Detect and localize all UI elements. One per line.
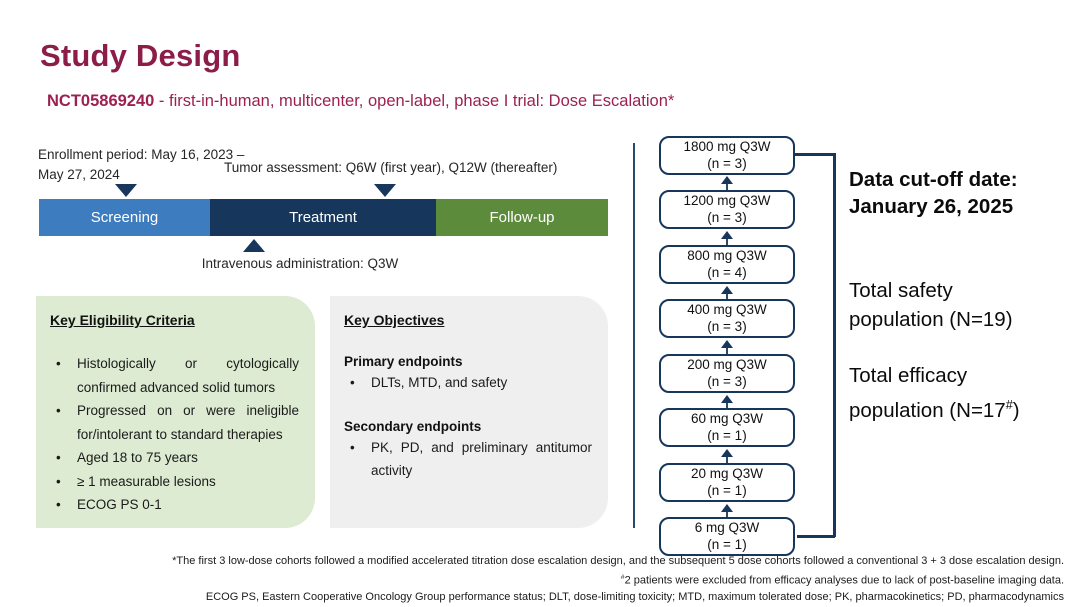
objectives-title: Key Objectives bbox=[344, 312, 445, 328]
dose-cohort-box: 400 mg Q3W (n = 3) bbox=[659, 299, 795, 338]
dose-escalation-ladder: 1800 mg Q3W (n = 3) 1200 mg Q3W (n = 3) … bbox=[659, 136, 795, 556]
list-item: Histologically or cytologically confirme… bbox=[50, 352, 299, 399]
arrow-down-icon bbox=[115, 184, 137, 197]
arrow-up-icon bbox=[721, 395, 733, 403]
cohort-n: (n = 3) bbox=[707, 318, 747, 334]
dose-label: 1200 mg Q3W bbox=[683, 193, 771, 208]
cohort-n: (n = 3) bbox=[707, 373, 747, 389]
footnote-line: *The first 3 low-dose cohorts followed a… bbox=[172, 555, 1064, 567]
list-item: Progressed on or were ineligible for/int… bbox=[50, 399, 299, 446]
list-item: PK, PD, and preliminary antitumor activi… bbox=[344, 436, 592, 483]
safety-population: Total safety population (N=19) bbox=[849, 276, 1013, 334]
iv-administration-note: Intravenous administration: Q3W bbox=[201, 256, 399, 271]
bracket-line bbox=[797, 535, 835, 538]
objectives-panel: Key Objectives Primary endpoints DLTs, M… bbox=[330, 296, 608, 528]
cohort-n: (n = 3) bbox=[707, 209, 747, 225]
cohort-n: (n = 4) bbox=[707, 264, 747, 280]
enrollment-note: Enrollment period: May 16, 2023 – May 27… bbox=[38, 147, 245, 182]
connector-line bbox=[726, 238, 728, 247]
study-timeline-bar: Screening Treatment Follow-up bbox=[39, 199, 608, 236]
arrow-up-icon bbox=[243, 239, 265, 252]
section-divider bbox=[633, 143, 635, 528]
dose-label: 400 mg Q3W bbox=[687, 302, 767, 317]
secondary-endpoints-heading: Secondary endpoints bbox=[344, 418, 482, 434]
list-item: DLTs, MTD, and safety bbox=[344, 371, 592, 395]
phase-followup: Follow-up bbox=[436, 199, 608, 236]
primary-endpoints-heading: Primary endpoints bbox=[344, 354, 463, 369]
bracket-line bbox=[833, 153, 836, 537]
trial-subtitle: NCT05869240 - first-in-human, multicente… bbox=[47, 92, 674, 111]
dose-cohort-box: 800 mg Q3W (n = 4) bbox=[659, 245, 795, 284]
dose-label: 200 mg Q3W bbox=[687, 357, 767, 372]
safety-line1: Total safety bbox=[849, 279, 953, 302]
efficacy-line2-close: ) bbox=[1012, 398, 1020, 422]
data-cutoff-label: Data cut-off date: bbox=[849, 168, 1018, 191]
arrow-up-icon bbox=[721, 340, 733, 348]
dose-cohort-box: 6 mg Q3W (n = 1) bbox=[659, 517, 795, 556]
footnote-marker: # bbox=[1005, 397, 1013, 412]
eligibility-list: Histologically or cytologically confirme… bbox=[50, 352, 299, 517]
dose-label: 60 mg Q3W bbox=[690, 411, 764, 426]
arrow-up-icon bbox=[721, 504, 733, 512]
arrow-up-icon bbox=[721, 286, 733, 294]
footnote-marker: # bbox=[620, 573, 625, 581]
connector-line bbox=[726, 402, 728, 410]
data-cutoff-block: Data cut-off date: January 26, 2025 bbox=[849, 166, 1018, 220]
footnote-text: 2 patients were excluded from efficacy a… bbox=[624, 574, 1064, 587]
eligibility-title: Key Eligibility Criteria bbox=[50, 312, 195, 328]
trial-description: - first-in-human, multicenter, open-labe… bbox=[154, 92, 675, 110]
arrow-up-icon bbox=[721, 231, 733, 239]
phase-screening: Screening bbox=[39, 199, 210, 236]
connector-line bbox=[726, 183, 728, 192]
arrow-up-icon bbox=[721, 176, 733, 184]
connector-line bbox=[726, 511, 728, 519]
dose-cohort-box: 1800 mg Q3W (n = 3) bbox=[659, 136, 795, 175]
footnote-line: ECOG PS, Eastern Cooperative Oncology Gr… bbox=[205, 590, 1064, 603]
connector-line bbox=[726, 456, 728, 465]
connector-line bbox=[726, 293, 728, 301]
cohort-n: (n = 1) bbox=[707, 536, 747, 552]
connector-line bbox=[726, 347, 728, 356]
list-item: Aged 18 to 75 years bbox=[50, 446, 299, 470]
efficacy-line1: Total efficacy bbox=[849, 364, 968, 387]
footnotes: *The first 3 low-dose cohorts followed a… bbox=[14, 553, 1064, 605]
cohort-n: (n = 3) bbox=[707, 155, 747, 171]
dose-label: 6 mg Q3W bbox=[694, 520, 760, 535]
eligibility-panel: Key Eligibility Criteria Histologically … bbox=[36, 296, 315, 528]
dose-label: 20 mg Q3W bbox=[690, 466, 764, 481]
list-item: ≥ 1 measurable lesions bbox=[50, 470, 299, 494]
dose-cohort-box: 1200 mg Q3W (n = 3) bbox=[659, 190, 795, 229]
dose-cohort-box: 60 mg Q3W (n = 1) bbox=[659, 408, 795, 447]
dose-cohort-box: 200 mg Q3W (n = 3) bbox=[659, 354, 795, 393]
dose-label: 800 mg Q3W bbox=[687, 248, 767, 263]
bracket-line bbox=[795, 153, 836, 156]
cohort-n: (n = 1) bbox=[707, 482, 747, 498]
list-item: ECOG PS 0-1 bbox=[50, 493, 299, 517]
data-cutoff-date: January 26, 2025 bbox=[849, 195, 1014, 218]
efficacy-line2: population (N=17#) bbox=[849, 390, 1020, 425]
cohort-n: (n = 1) bbox=[707, 427, 747, 443]
phase-treatment: Treatment bbox=[210, 199, 436, 236]
tumor-assessment-note: Tumor assessment: Q6W (first year), Q12W… bbox=[224, 160, 558, 175]
safety-line2: population (N=19) bbox=[849, 308, 1013, 331]
efficacy-population: Total efficacy population (N=17#) bbox=[849, 361, 1020, 425]
footnote-line: #2 patients were excluded from efficacy … bbox=[14, 570, 1064, 589]
dose-label: 1800 mg Q3W bbox=[683, 139, 771, 154]
page-title: Study Design bbox=[40, 38, 241, 73]
trial-id: NCT05869240 bbox=[47, 92, 155, 110]
efficacy-line2-text: population (N=17 bbox=[849, 398, 1006, 422]
arrow-down-icon bbox=[374, 184, 396, 197]
arrow-up-icon bbox=[721, 449, 733, 457]
dose-cohort-box: 20 mg Q3W (n = 1) bbox=[659, 463, 795, 502]
